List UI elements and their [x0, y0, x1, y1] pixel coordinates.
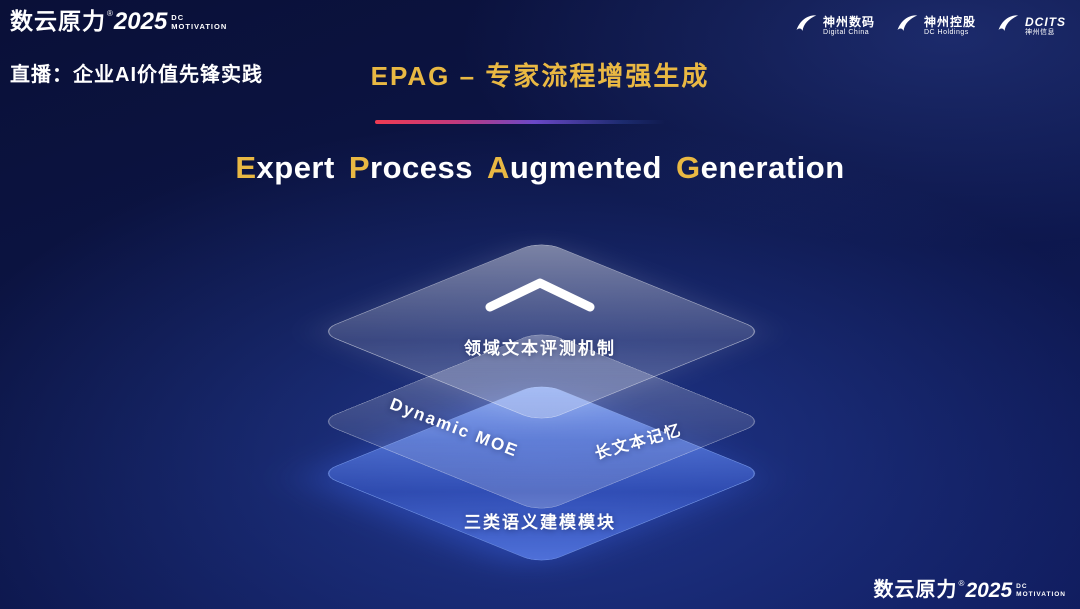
- partner-logos: 神州数码 Digital China 神州控股 DC Holdings DCIT…: [794, 12, 1066, 41]
- hero-word: rocess: [370, 150, 473, 185]
- swoosh-icon: [895, 12, 919, 41]
- brand-year: 2025: [965, 579, 1013, 602]
- live-stream-label: 直播：企业AI价值先锋实践: [10, 64, 263, 86]
- brand-subtitle: DC MOTIVATION: [1016, 583, 1066, 599]
- logo-line2: DC Holdings: [923, 29, 969, 37]
- brand-sub-line2: MOTIVATION: [1016, 590, 1066, 598]
- swoosh-icon: [794, 12, 818, 41]
- registered-mark: ®: [958, 579, 965, 588]
- logo-line1: 神州数码: [822, 14, 875, 29]
- brand-logo-bottom-right: 数云原力 ® 2025 DC MOTIVATION: [873, 579, 1066, 602]
- hero-title: Expert Process Augmented Generation: [0, 150, 1080, 186]
- brand-name: 数云原力: [873, 579, 958, 601]
- swoosh-icon: [996, 12, 1020, 41]
- logo-line1: 神州控股: [923, 14, 976, 29]
- bottom-layer-label: 三类语义建模模块: [464, 513, 616, 532]
- registered-mark: ®: [107, 9, 113, 18]
- logo-line2: 神州信息: [1025, 29, 1055, 37]
- hero-initial: G: [676, 150, 701, 185]
- logo-dcits: DCITS 神州信息: [996, 12, 1066, 41]
- brand-year: 2025: [113, 8, 168, 35]
- hero-word: xpert: [256, 150, 335, 185]
- hero-word: ugmented: [509, 150, 662, 185]
- brand-name: 数云原力: [10, 8, 106, 34]
- logo-dc-holdings: 神州控股 DC Holdings: [895, 12, 976, 41]
- hero-initial: A: [486, 150, 510, 185]
- chevron-up-icon: [485, 278, 595, 312]
- logo-digital-china: 神州数码 Digital China: [794, 12, 875, 41]
- brand-sub-line1: DC: [171, 13, 185, 22]
- gradient-divider: [375, 120, 665, 124]
- brand-sub-line1: DC: [1016, 583, 1028, 590]
- brand-logo-top-left: 数云原力 ® 2025 DC MOTIVATION: [10, 10, 227, 34]
- logo-text: 神州数码 Digital China: [822, 14, 875, 38]
- hero-initial: E: [235, 150, 257, 185]
- hero-initial: P: [348, 150, 371, 185]
- hero-word: eneration: [700, 150, 845, 185]
- logo-text: DCITS 神州信息: [1025, 14, 1066, 38]
- brand-sub-line2: MOTIVATION: [171, 22, 228, 31]
- brand-subtitle: DC MOTIVATION: [171, 13, 227, 31]
- slide-title: EPAG – 专家流程增强生成: [370, 61, 710, 91]
- top-layer-label: 领域文本评测机制: [464, 339, 616, 358]
- logo-line1: DCITS: [1025, 14, 1066, 29]
- logo-text: 神州控股 DC Holdings: [923, 14, 976, 38]
- logo-line2: Digital China: [822, 29, 870, 37]
